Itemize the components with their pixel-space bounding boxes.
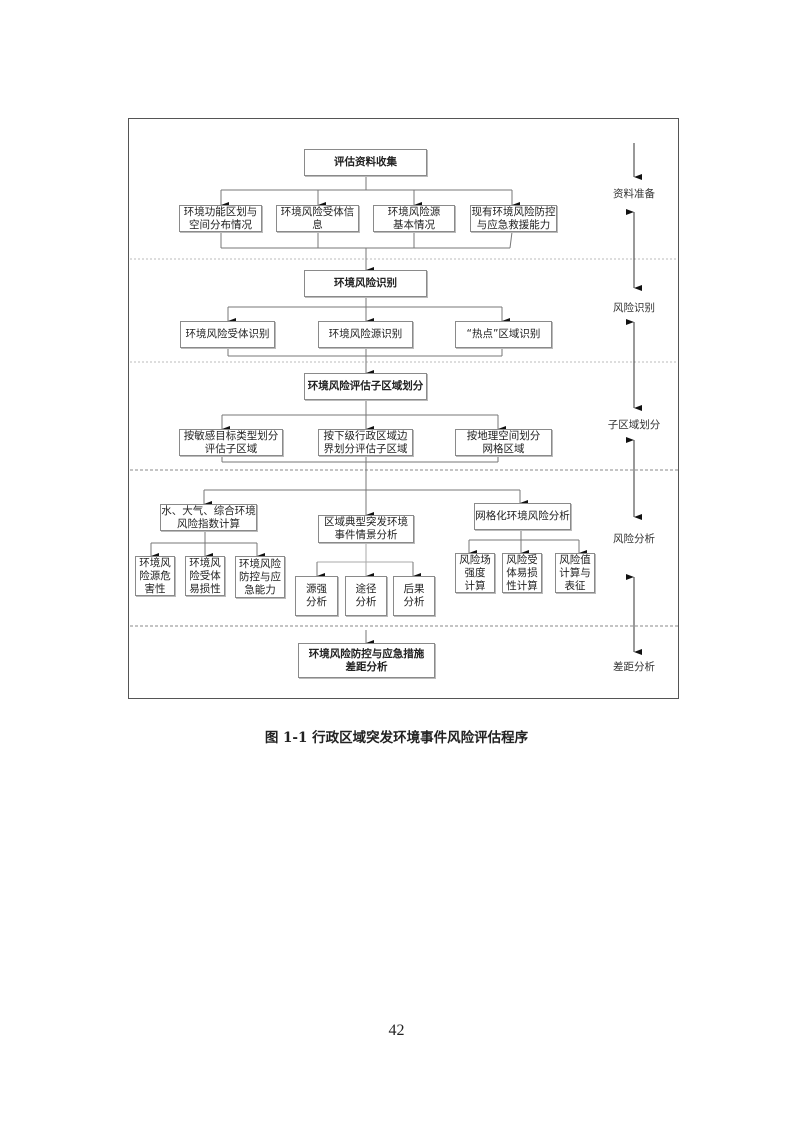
diagram-frame <box>128 118 679 699</box>
box-grid-risk-analysis: 网格化环境风险分析 <box>474 503 571 530</box>
box-scenario-analysis: 区域典型突发环境 事件情景分析 <box>318 515 414 543</box>
box-functional-zoning: 环境功能区划与 空间分布情况 <box>179 205 262 232</box>
side-label-data-preparation: 资料准备 <box>613 188 655 200</box>
box-source-strength: 源强 分析 <box>295 576 338 616</box>
box-consequence: 后果 分析 <box>393 576 435 616</box>
figure-caption: 图 1-1 行政区域突发环境事件风险评估程序 <box>264 730 529 746</box>
box-assessment-data-collection: 评估资料收集 <box>304 149 427 176</box>
box-risk-field-intensity: 风险场 强度 计算 <box>455 553 495 593</box>
box-by-geo-grid: 按地理空间划分 网格区域 <box>455 429 552 456</box>
box-source-identification: 环境风险源识别 <box>318 321 413 348</box>
box-receptor-info: 环境风险受体信 息 <box>276 205 359 232</box>
box-prevention-response-capacity: 环境风险 防控与应 急能力 <box>235 556 285 598</box>
side-label-subregion-division: 子区域划分 <box>607 419 661 431</box>
box-receptor-identification: 环境风险受体识别 <box>180 321 275 348</box>
box-pathway: 途径 分析 <box>345 576 387 616</box>
box-risk-index-calculation: 水、大气、综合环境 风险指数计算 <box>160 504 257 531</box>
box-by-admin-boundary: 按下级行政区域边 界划分评估子区域 <box>318 429 413 456</box>
box-source-hazard: 环境风 险源危 害性 <box>135 556 175 596</box>
box-receptor-vulnerability-calc: 风险受 体易损 性计算 <box>502 553 542 593</box>
page-number: 42 <box>388 1022 405 1039</box>
box-prevention-capacity: 现有环境风险防控 与应急救援能力 <box>470 205 557 232</box>
side-label-gap-analysis: 差距分析 <box>613 661 655 673</box>
side-label-risk-identification: 风险识别 <box>613 302 655 314</box>
box-receptor-vulnerability: 环境风 险受体 易损性 <box>185 556 225 596</box>
box-risk-identification: 环境风险识别 <box>304 270 427 297</box>
box-risk-source-info: 环境风险源 基本情况 <box>373 205 455 232</box>
box-subregion-division: 环境风险评估子区域划分 <box>304 373 427 400</box>
box-hotspot-identification: “热点”区域识别 <box>455 321 552 348</box>
box-by-sensitive-target: 按敏感目标类型划分 评估子区域 <box>179 429 283 456</box>
side-label-risk-analysis: 风险分析 <box>613 533 655 545</box>
box-risk-value-calc: 风险值 计算与 表征 <box>555 553 595 593</box>
box-gap-analysis: 环境风险防控与应急措施 差距分析 <box>298 643 435 678</box>
